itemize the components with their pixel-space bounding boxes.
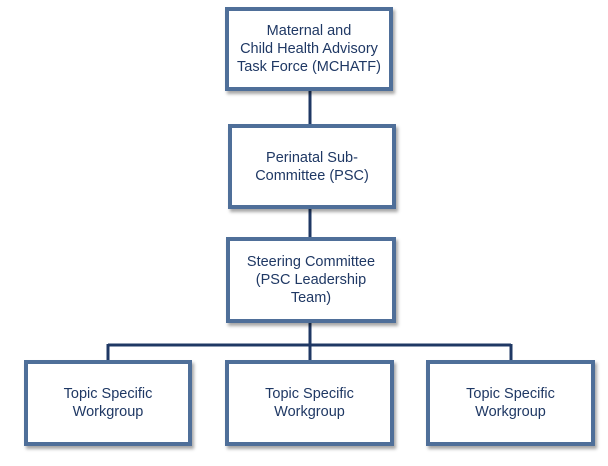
node-steering-line-2: (PSC Leadership — [255, 272, 367, 288]
node-mchatf-line-3: Task Force (MCHATF) — [237, 59, 381, 75]
node-mchatf-line-1: Maternal and — [266, 23, 352, 39]
node-workgroup-1-label: Topic Specific Workgroup — [58, 385, 159, 421]
node-workgroup-1: Topic Specific Workgroup — [24, 360, 192, 446]
node-mchatf-line-2: Child Health Advisory — [240, 41, 378, 57]
node-steering-label: Steering Committee (PSC Leadership Team) — [241, 253, 381, 307]
node-workgroup-1-line-1: Topic Specific — [63, 386, 153, 402]
node-mchatf-label: Maternal and Child Health Advisory Task … — [231, 22, 387, 76]
node-psc-label: Perinatal Sub- Committee (PSC) — [249, 149, 375, 185]
node-workgroup-2-label: Topic Specific Workgroup — [259, 385, 360, 421]
node-workgroup-3-label: Topic Specific Workgroup — [460, 385, 561, 421]
node-steering-committee: Steering Committee (PSC Leadership Team) — [226, 237, 396, 323]
node-workgroup-3-line-1: Topic Specific — [466, 386, 555, 402]
node-workgroup-2: Topic Specific Workgroup — [225, 360, 394, 446]
node-psc-line-2: Committee (PSC) — [255, 167, 369, 184]
node-perinatal-sub-committee: Perinatal Sub- Committee (PSC) — [228, 124, 396, 209]
node-steering-line-1: Steering Committee — [246, 254, 376, 270]
node-workgroup-2-line-2: Workgroup — [274, 404, 345, 420]
node-workgroup-2-line-1: Topic Specific — [265, 386, 354, 402]
node-workgroup-3-line-2: Workgroup — [475, 404, 546, 420]
node-steering-line-3: Team) — [290, 290, 332, 306]
node-psc-line-1: Perinatal Sub- — [266, 149, 358, 166]
node-workgroup-1-line-2: Workgroup — [72, 404, 144, 420]
node-workgroup-3: Topic Specific Workgroup — [426, 360, 595, 446]
node-mchatf: Maternal and Child Health Advisory Task … — [225, 7, 393, 91]
